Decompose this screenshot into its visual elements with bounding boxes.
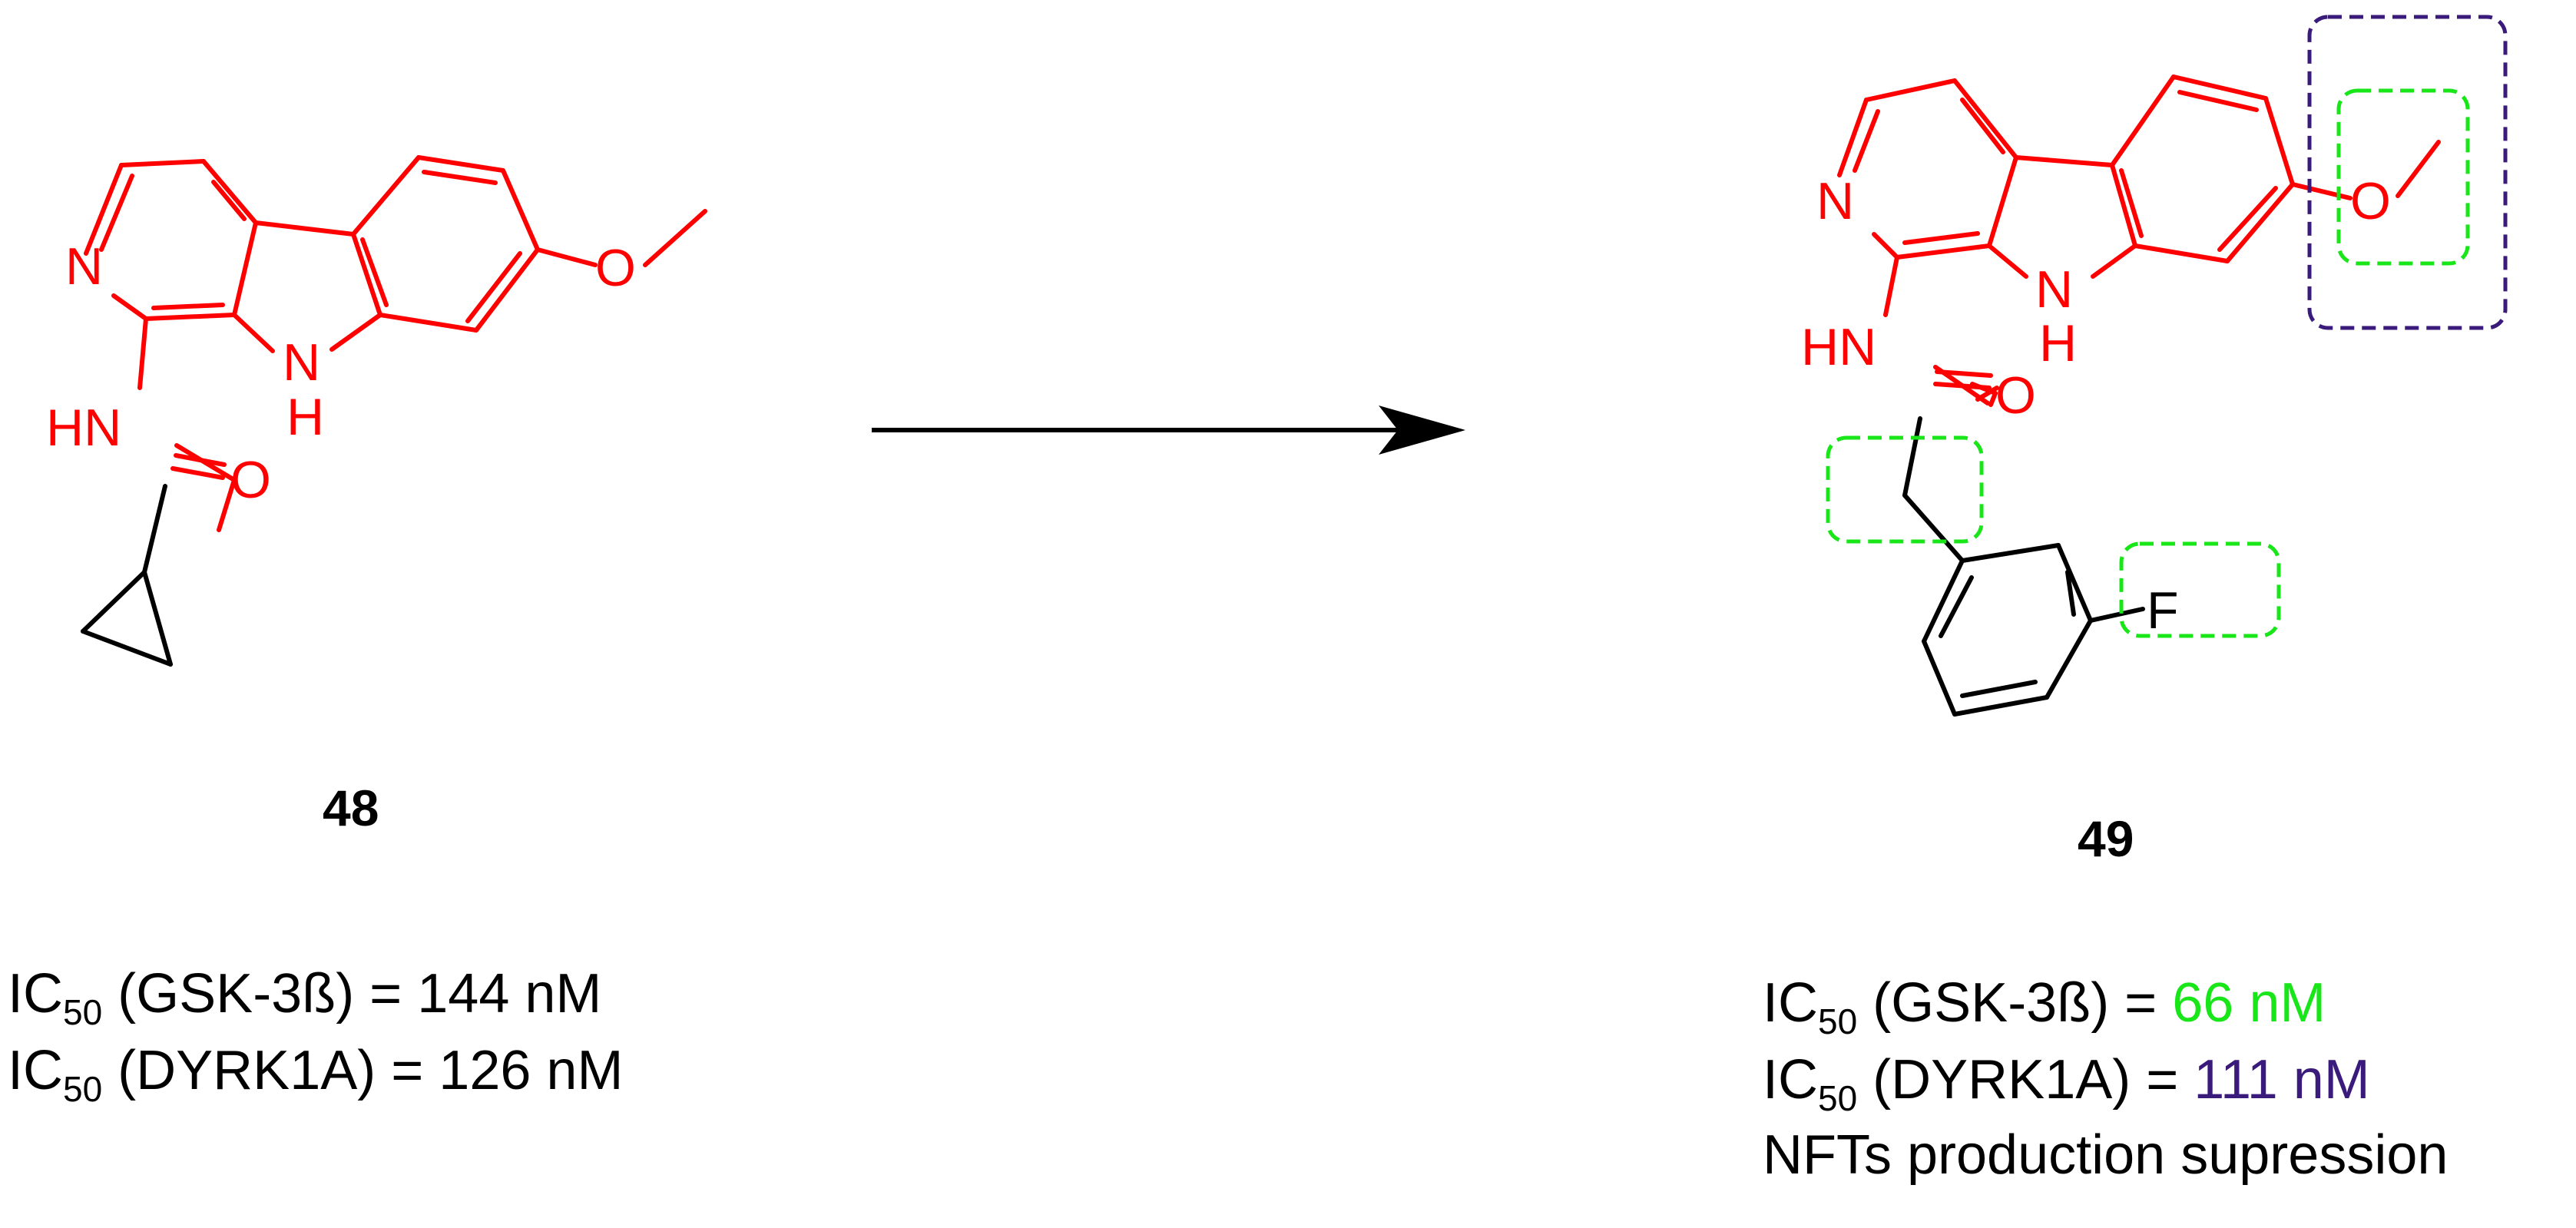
atom-hn: HN	[1801, 318, 1876, 376]
compound-49-ic50-dyrk: IC50 (DYRK1A) = 111 nM	[1763, 1049, 2370, 1118]
ic50-text: (GSK-3ß) = 144 nM	[102, 963, 601, 1024]
compound-48-carbonyl-bond	[171, 453, 227, 480]
atom-o-ether: O	[2350, 172, 2391, 230]
compound-48-cyclopropyl	[81, 484, 173, 667]
atom-n: N	[1816, 172, 1854, 230]
ic50-prefix: IC	[8, 963, 63, 1024]
methoxy-highlight-box	[2336, 88, 2470, 266]
compound-49-carboline-bonds	[1837, 74, 2441, 405]
ic50-subscript: 50	[1818, 1078, 1857, 1118]
atom-h: H	[286, 388, 324, 446]
atom-nh: N	[283, 333, 320, 392]
ic50-subscript: 50	[63, 992, 102, 1032]
compound-49-label: 49	[2078, 810, 2134, 867]
atom-f: F	[2147, 581, 2179, 640]
compound-49-atom-labels: N N H HN O O F	[1801, 172, 2391, 640]
compound-49-carbonyl-double	[1933, 369, 1993, 390]
atom-hn: HN	[46, 399, 121, 457]
ic50-prefix: IC	[1763, 1049, 1818, 1110]
atom-o-carbonyl: O	[1995, 366, 2036, 425]
ic50-prefix: IC	[8, 1040, 63, 1101]
compound-49-structure: N N H HN O O F	[1801, 15, 2508, 717]
ic50-text: (GSK-3ß) =	[1857, 972, 2172, 1034]
compound-48-atom-labels: N N H HN O O	[46, 237, 636, 509]
atom-h: H	[2039, 314, 2077, 372]
ic50-subscript: 50	[63, 1069, 102, 1109]
ic50-subscript: 50	[1818, 1001, 1857, 1041]
atom-o-ether: O	[595, 239, 636, 297]
dyrk-highlight-box	[2307, 15, 2508, 330]
compound-49-fluorobenzyl	[1902, 416, 2145, 717]
compound-48-carboline-bonds	[84, 155, 707, 532]
atom-o-carbonyl: O	[230, 451, 271, 509]
fluorine-highlight-box	[2119, 541, 2281, 638]
compound-49-highlights	[1826, 15, 2508, 638]
ic50-dyrk-value: 111 nM	[2194, 1049, 2369, 1110]
compound-48-ic50-dyrk: IC50 (DYRK1A) = 126 nM	[8, 1040, 623, 1109]
compound-48-structure: N N H HN O O	[46, 155, 707, 667]
compound-49-note: NFTs production supression	[1763, 1124, 2448, 1186]
ic50-text: (DYRK1A) = 126 nM	[102, 1040, 623, 1101]
ic50-gsk-value: 66 nM	[2172, 972, 2326, 1034]
atom-n: N	[65, 237, 103, 296]
ic50-prefix: IC	[1763, 972, 1818, 1034]
compound-48-label: 48	[323, 779, 379, 836]
compound-48-ic50-gsk: IC50 (GSK-3ß) = 144 nM	[8, 963, 601, 1032]
ic50-text: (DYRK1A) =	[1857, 1049, 2194, 1110]
atom-nh: N	[2035, 260, 2073, 319]
methylene-highlight-box	[1826, 435, 1984, 544]
reaction-arrow	[872, 405, 1465, 455]
compound-49-ic50-gsk: IC50 (GSK-3ß) = 66 nM	[1763, 972, 2326, 1041]
